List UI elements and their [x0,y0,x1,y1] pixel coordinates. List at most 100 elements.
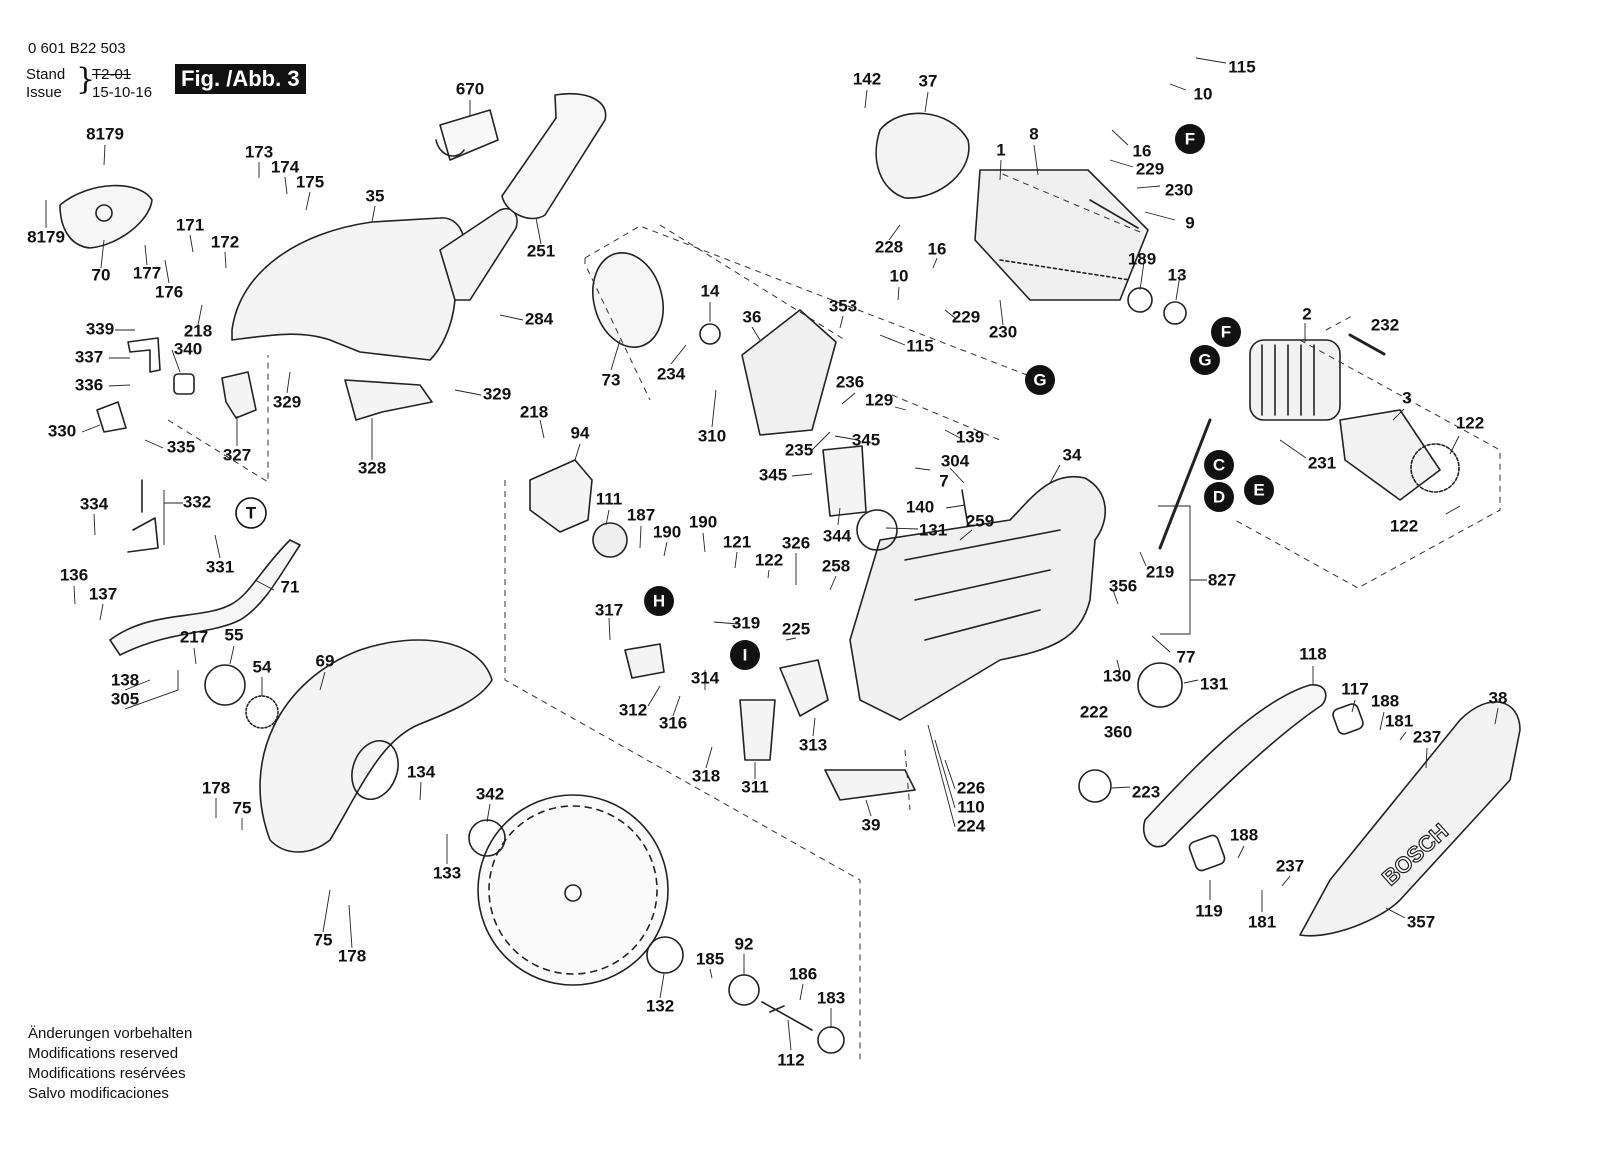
part-number-p37: 37 [919,71,938,90]
part-number-p337: 337 [75,347,103,366]
part-number-p10b: 10 [890,266,909,285]
assembly-lines [167,172,1501,1060]
part-number-p229b: 229 [952,307,980,326]
stand-issue-values: T2-01 15-10-16 [92,66,152,102]
footer-notes: Änderungen vorbehalten Modifications res… [28,1024,192,1104]
part-number-p132: 132 [646,996,674,1015]
part-number-p112: 112 [777,1050,804,1069]
part-number-p313: 313 [799,735,827,754]
part-number-p222: 222 [1080,702,1108,721]
switch-313 [779,659,829,717]
part-number-p259: 259 [966,511,994,530]
part-number-p236: 236 [836,372,864,391]
brace-glyph: } [76,62,96,97]
bracket-344 [822,445,867,517]
clip-340 [173,373,195,395]
part-number-p117: 117 [1341,679,1368,698]
marker-mD: D [1204,482,1234,512]
document-number: 0 601 B22 503 [28,40,126,57]
part-number-p189: 189 [1128,249,1156,268]
pulley-119 [1188,834,1226,872]
part-number-p344: 344 [823,526,852,545]
part-number-p330: 330 [48,421,76,440]
part-number-p121: 121 [723,532,751,551]
part-number-p38: 38 [1489,688,1508,707]
rod-332 [127,479,159,553]
part-number-p234: 234 [657,364,686,383]
lead-screw-827 [1158,418,1212,550]
part-number-p230a: 230 [1165,180,1193,199]
part-number-p178a: 178 [202,778,230,797]
marker-letter: D [1213,487,1225,506]
part-number-p75b: 75 [314,930,333,949]
spindle-112 [761,1001,813,1031]
part-number-p314: 314 [691,668,720,687]
part-number-p670: 670 [456,79,484,98]
part-number-p356: 356 [1109,576,1137,595]
part-number-p353: 353 [829,296,857,315]
marker-letter: F [1221,322,1231,341]
part-number-p134: 134 [407,762,436,781]
part-number-p190a: 190 [653,522,681,541]
part-number-p251: 251 [527,241,555,260]
part-number-p129: 129 [865,390,893,409]
part-number-p311: 311 [741,777,768,796]
part-number-p218b: 218 [520,402,548,421]
issue-value: 15-10-16 [92,84,153,101]
part-number-p7: 7 [939,471,948,490]
side-cover-70 [59,184,153,249]
stand-issue-labels: Stand Issue [26,66,76,102]
part-number-p115b: 115 [906,336,933,355]
part-number-p304: 304 [941,451,970,470]
marker-letter: F [1185,129,1195,148]
part-number-p16b: 16 [928,239,947,258]
part-number-p332: 332 [183,492,211,511]
part-number-p111: 111 [596,489,623,508]
part-number-p131b: 131 [1200,674,1228,693]
footer-note-fr: Modifications resérvées [28,1065,186,1082]
part-number-p176: 176 [155,282,183,301]
part-number-p3: 3 [1402,388,1411,407]
marker-mF1: F [1175,124,1205,154]
part-number-p39: 39 [862,815,881,834]
part-number-p2: 2 [1302,304,1311,323]
part-number-p16a: 16 [1133,141,1152,160]
bearing-183 [817,1026,845,1054]
cover-327 [221,371,257,419]
field-coil-2 [1249,339,1341,421]
part-number-p228: 228 [875,237,903,256]
marker-letter: E [1253,480,1264,499]
part-number-p69: 69 [316,651,335,670]
handle-39 [824,769,916,801]
part-number-p110: 110 [957,797,984,816]
part-number-p317: 317 [595,600,623,619]
part-drawings [59,93,1521,1054]
part-number-p827: 827 [1208,570,1236,589]
tool-marker-letter: T [246,503,257,522]
part-number-p14: 14 [701,281,720,300]
tool-marker-mT: T [235,497,267,529]
gear-111 [592,522,628,558]
marker-letter: I [743,645,748,664]
part-number-p71: 71 [281,577,300,596]
part-number-p35: 35 [366,186,385,205]
marker-circle [730,640,760,670]
drive-belt-118 [1143,684,1327,848]
bearing-223 [1078,769,1112,803]
gear-housing-34 [849,475,1106,721]
part-number-p328: 328 [358,458,386,477]
lever-311 [739,699,776,761]
marker-circle [644,586,674,616]
part-number-p334: 334 [80,494,109,513]
disc-131b [1137,662,1183,708]
part-number-p178b: 178 [338,946,366,965]
part-number-p131a: 131 [919,520,947,539]
part-number-p329b: 329 [483,384,511,403]
motor-housing-1 [974,169,1149,301]
flange-55 [204,664,246,706]
part-number-p34: 34 [1063,445,1082,464]
part-number-p94: 94 [571,423,590,442]
part-number-p284: 284 [525,309,554,328]
disc-131a [856,509,898,551]
